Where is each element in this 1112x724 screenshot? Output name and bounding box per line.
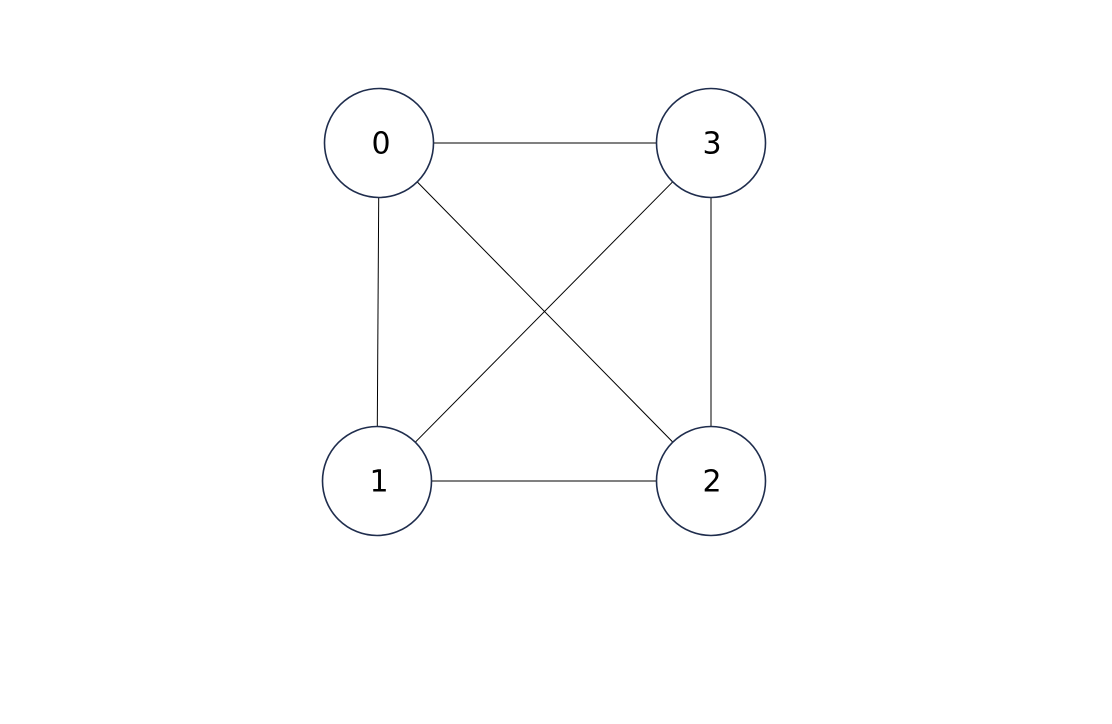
edge-0-1: [376, 197, 380, 427]
edge-0-2: [416, 181, 674, 443]
node-2-label: 2: [702, 465, 721, 500]
node-0-label: 0: [371, 127, 390, 162]
node-0: 0: [323, 87, 435, 199]
edge-3-1: [414, 181, 674, 443]
edges-layer: [376, 142, 712, 482]
node-1-circle: [321, 425, 433, 537]
node-2-circle: [655, 425, 767, 537]
nodes-layer: 0 3 1 2: [321, 87, 767, 537]
node-1: 1: [321, 425, 433, 537]
node-0-circle: [323, 87, 435, 199]
node-1-label: 1: [369, 465, 388, 500]
node-3-circle: [655, 87, 767, 199]
node-2: 2: [655, 425, 767, 537]
node-3-label: 3: [702, 127, 721, 162]
node-3: 3: [655, 87, 767, 199]
